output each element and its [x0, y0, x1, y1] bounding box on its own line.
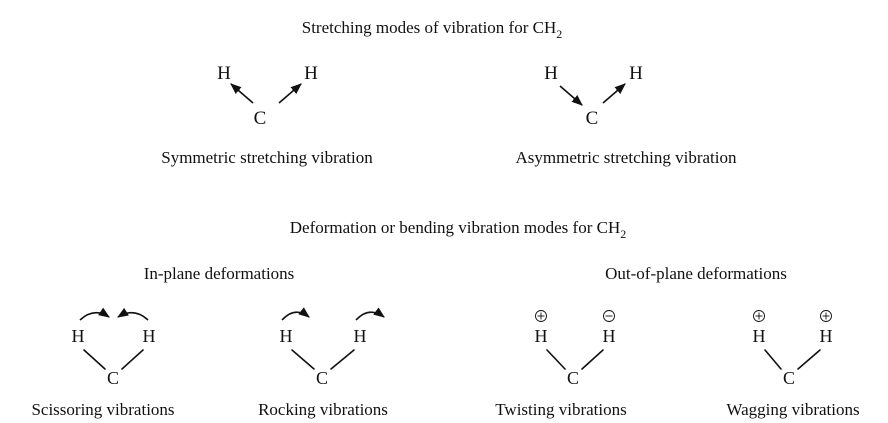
hydrogen-atom-left: H [280, 326, 293, 346]
carbon-atom: C [567, 368, 579, 388]
symmetric-stretching-caption: Symmetric stretching vibration [161, 148, 373, 167]
rocking-molecule: H H C [280, 307, 385, 388]
carbon-atom: C [586, 108, 599, 129]
scissoring-molecule: H H C [72, 307, 156, 388]
plus-charge-icon [820, 310, 832, 322]
asymmetric-stretching-caption: Asymmetric stretching vibration [516, 148, 737, 167]
wagging-molecule: H H C [753, 310, 833, 388]
hydrogen-atom-left: H [753, 326, 766, 346]
bending-heading: Deformation or bending vibration modes f… [290, 218, 627, 241]
stretching-heading: Stretching modes of vibration for CH2 [302, 18, 563, 41]
bond-right [121, 349, 144, 370]
wagging-caption: Wagging vibrations [726, 400, 859, 419]
scissoring-caption: Scissoring vibrations [31, 400, 174, 419]
bond-arrow-right [278, 83, 302, 104]
plus-charge-icon [535, 310, 547, 322]
arrow-curved-left-icon [281, 307, 310, 321]
arrow-curved-left-icon [79, 307, 110, 321]
carbon-atom: C [316, 368, 328, 388]
bond-right [581, 349, 604, 370]
hydrogen-atom-left: H [535, 326, 548, 346]
in-plane-group-label: In-plane deformations [144, 264, 295, 283]
bond-right [330, 349, 355, 370]
bond-arrow-left [559, 85, 583, 106]
bond-left [764, 349, 782, 370]
twisting-caption: Twisting vibrations [495, 400, 627, 419]
bond-right [797, 349, 821, 370]
bond-left [83, 349, 106, 370]
arrow-curved-right-icon [355, 307, 385, 321]
plus-charge-icon [753, 310, 765, 322]
bond-arrow-left [230, 83, 254, 104]
minus-charge-icon [603, 310, 615, 322]
arrow-curved-right-icon [117, 307, 149, 321]
symmetric-stretching-molecule: H H C [217, 63, 318, 129]
carbon-atom: C [254, 108, 267, 129]
hydrogen-atom-right: H [603, 326, 616, 346]
hydrogen-atom-right: H [143, 326, 156, 346]
hydrogen-atom-right: H [304, 63, 318, 84]
bond-arrow-right [602, 83, 626, 104]
hydrogen-atom-right: H [354, 326, 367, 346]
hydrogen-atom-left: H [72, 326, 85, 346]
carbon-atom: C [783, 368, 795, 388]
hydrogen-atom-right: H [820, 326, 833, 346]
hydrogen-atom-left: H [217, 63, 231, 84]
carbon-atom: C [107, 368, 119, 388]
twisting-molecule: H H C [535, 310, 616, 388]
bond-left [546, 349, 566, 370]
hydrogen-atom-left: H [544, 63, 558, 84]
hydrogen-atom-right: H [629, 63, 643, 84]
rocking-caption: Rocking vibrations [258, 400, 388, 419]
out-of-plane-group-label: Out-of-plane deformations [605, 264, 787, 283]
asymmetric-stretching-molecule: H H C [544, 63, 643, 129]
bond-left [291, 349, 315, 370]
